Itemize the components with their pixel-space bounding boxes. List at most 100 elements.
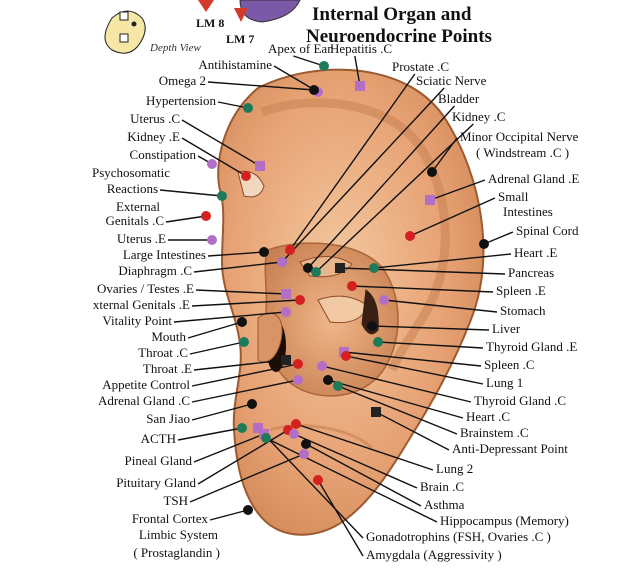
label-bladder: Bladder — [438, 91, 480, 106]
label-tsh: TSH — [163, 493, 188, 508]
leader-line — [377, 341, 484, 349]
leader-line — [321, 365, 472, 403]
label-minor-occipital-nerve: Minor Occipital Nerve — [460, 129, 579, 144]
label-genitals-c: Genitals .C — [105, 213, 165, 228]
leader-line — [191, 363, 299, 387]
label-windstream-c: ( Windstream .C ) — [476, 145, 570, 160]
label-asthma: Asthma — [424, 497, 465, 512]
label-sciatic-nerve: Sciatic Nerve — [416, 73, 487, 88]
label-constipation: Constipation — [129, 147, 196, 162]
acupoint — [317, 361, 327, 371]
leader-line — [295, 423, 434, 471]
label-thyroid-gland-c: Thyroid Gland .C — [474, 393, 567, 408]
acupoint — [285, 245, 295, 255]
brain-fragment — [239, 0, 301, 23]
leader-line — [257, 427, 364, 539]
label-adrenal-gland-c: Adrenal Gland .C — [97, 393, 190, 408]
leader-line — [431, 137, 458, 173]
leader-line — [307, 105, 455, 269]
acupoint — [333, 381, 343, 391]
label-throat-c: Throat .C — [138, 345, 188, 360]
leader-line — [383, 299, 498, 313]
acupoint — [217, 191, 227, 201]
acupoint — [303, 263, 313, 273]
acupoint — [299, 449, 309, 459]
leader-line — [289, 73, 416, 251]
label-heart-e: Heart .E — [514, 245, 558, 260]
leader-line — [191, 299, 301, 307]
leader-line — [429, 179, 486, 201]
acupoint — [309, 85, 319, 95]
leader-line — [305, 443, 422, 507]
label-hippocampus-memory: Hippocampus (Memory) — [440, 513, 569, 528]
acupoint — [425, 195, 435, 205]
leader-line — [159, 189, 223, 197]
label-limbic-system: Limbic System — [138, 527, 218, 542]
leader-line — [317, 479, 364, 557]
leader-line — [375, 411, 450, 451]
lm8-label: LM 8 — [196, 16, 225, 30]
label-san-jiao: San Jiao — [146, 411, 190, 426]
label-uterus-e: Uterus .E — [116, 231, 166, 246]
acupoint — [355, 81, 365, 91]
leader-line — [165, 215, 207, 223]
leader-line — [181, 119, 261, 167]
label-ovaries-testes-e: Ovaries / Testes .E — [96, 281, 194, 296]
label-hepatitis-c: Hepatitis .C — [330, 41, 393, 56]
acupoint — [341, 351, 351, 361]
label-psychosomatic: Psychosomatic — [92, 165, 170, 180]
leader-line — [197, 429, 289, 485]
label-acth: ACTH — [140, 431, 176, 446]
leader-line — [189, 453, 305, 503]
leader-line — [293, 433, 418, 489]
acupoint — [371, 407, 381, 417]
label-spleen-c: Spleen .C — [484, 357, 535, 372]
label-frontal-cortex: Frontal Cortex — [131, 511, 208, 526]
label-liver: Liver — [492, 321, 521, 336]
acupoint — [369, 263, 379, 273]
acupoint — [255, 161, 265, 171]
acupoint — [335, 263, 345, 273]
label-heart-c: Heart .C — [466, 409, 511, 424]
leader-line — [193, 261, 283, 273]
acupoint — [293, 375, 303, 385]
label-pancreas: Pancreas — [508, 265, 555, 280]
acupoint — [259, 247, 269, 257]
acupoint — [311, 267, 321, 277]
leader-line — [209, 509, 249, 521]
leader-line — [339, 267, 506, 275]
acupoint — [295, 295, 305, 305]
acupoint — [243, 103, 253, 113]
label-kidney-e: Kidney .E — [127, 129, 180, 144]
lm7-label: LM 7 — [226, 32, 255, 46]
label-vitality-point: Vitality Point — [102, 313, 172, 328]
acupoint — [253, 423, 263, 433]
label-large-intestines: Large Intestines — [122, 247, 206, 262]
leader-line — [187, 321, 243, 339]
leader-line — [189, 341, 245, 355]
label-lung-1: Lung 1 — [486, 375, 524, 390]
label-diaphragm-c: Diaphragm .C — [118, 263, 192, 278]
label-stomach: Stomach — [500, 303, 546, 318]
leader-line — [193, 359, 287, 371]
leader-line — [207, 251, 265, 257]
leader-line — [281, 87, 445, 263]
acupoint — [207, 159, 217, 169]
label-pineal-gland: Pineal Gland — [124, 453, 192, 468]
label-thyroid-gland-e: Thyroid Gland .E — [486, 339, 578, 354]
label-hypertension: Hypertension — [145, 93, 216, 108]
acupoint — [347, 281, 357, 291]
leader-line — [483, 231, 514, 245]
acupoint — [323, 375, 333, 385]
leader-line — [193, 433, 265, 463]
leader-line — [265, 437, 438, 523]
label-apex-of-ear: Apex of Ear — [268, 41, 332, 56]
leader-line — [409, 197, 496, 237]
acupoint — [243, 505, 253, 515]
label-small: Small — [498, 189, 529, 204]
acupoint — [379, 295, 389, 305]
label-uterus-c: Uterus .C — [130, 111, 180, 126]
label-lung-2: Lung 2 — [436, 461, 474, 476]
